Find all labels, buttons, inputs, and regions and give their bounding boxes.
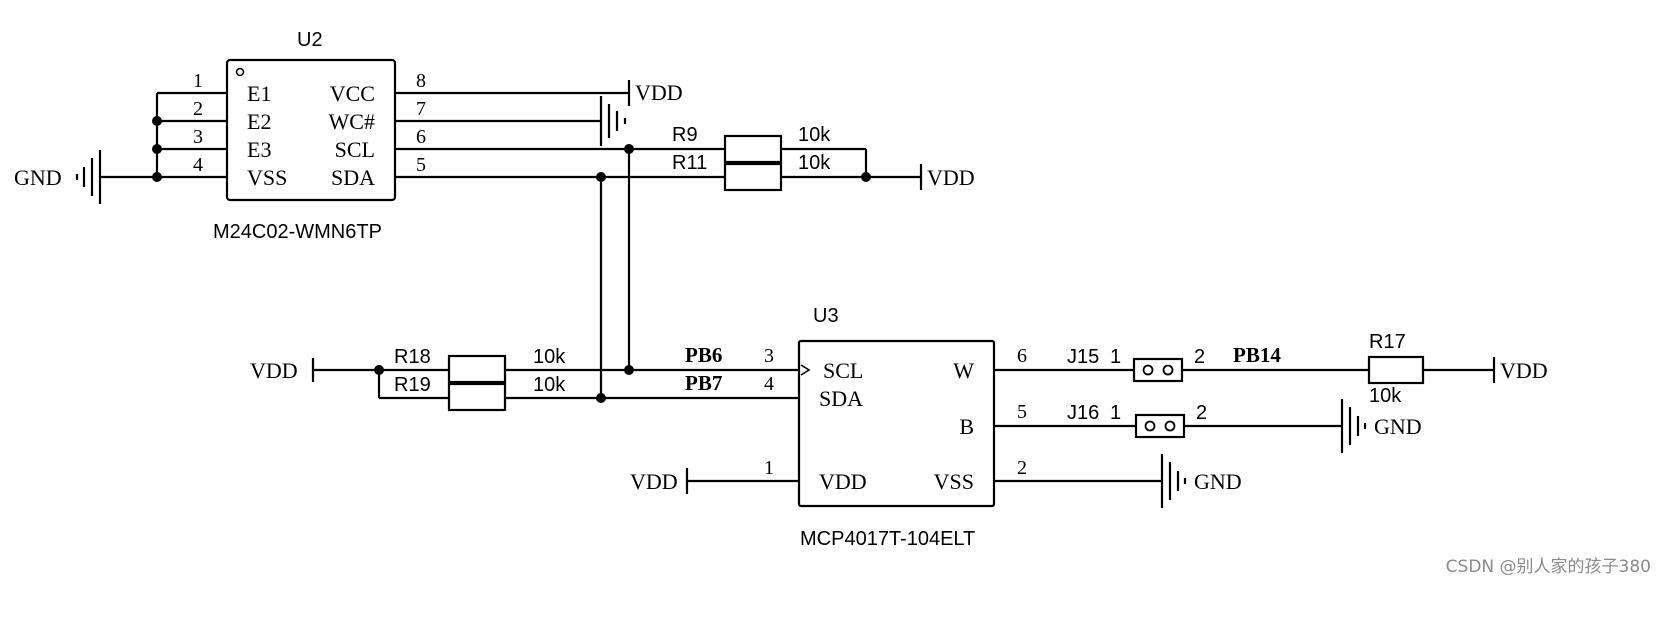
gnd-label: GND	[1194, 469, 1242, 494]
net-label-pb6: PB6	[685, 343, 722, 367]
j16-pin1: 1	[1110, 402, 1121, 424]
watermark: CSDN @别人家的孩子380	[1446, 557, 1651, 577]
junction-dot	[374, 365, 384, 375]
j16-pin2: 2	[1196, 402, 1207, 424]
u3-pin-name: SDA	[819, 386, 863, 411]
j16-ref: J16	[1067, 402, 1099, 424]
jumper-j16	[1134, 413, 1186, 439]
u2-pin-name: E3	[247, 137, 271, 162]
u2-pin1-marker	[235, 67, 245, 77]
vdd-label: VDD	[1500, 358, 1548, 383]
r9-value: 10k	[798, 124, 831, 146]
vdd-label: VDD	[630, 469, 678, 494]
ground-icon	[1160, 454, 1187, 508]
u2-pin-num: 5	[416, 154, 426, 176]
u3-pin-num: 2	[1017, 457, 1027, 479]
junction-dot	[624, 144, 634, 154]
u3-pin-num: 4	[764, 373, 774, 395]
u2-pin-num: 2	[193, 98, 203, 120]
u3-ref-label: U3	[813, 305, 839, 327]
u2-pin-num: 3	[193, 126, 203, 148]
gnd-symbol-u2: GND	[14, 150, 102, 204]
vdd-label: VDD	[927, 165, 975, 190]
net-label-pb14: PB14	[1233, 343, 1281, 367]
u2-pin-num: 7	[416, 98, 426, 120]
u2-pin-name: SDA	[331, 165, 375, 190]
u3-pin-name: VSS	[934, 469, 974, 494]
junction-dot	[152, 172, 162, 182]
u2-pin-num: 4	[193, 154, 203, 176]
ground-icon	[599, 96, 627, 146]
r19-ref: R19	[394, 374, 431, 396]
u3-pin-num: 1	[764, 457, 774, 479]
u3-potentiometer: U3 3 4 1 SCL SDA VDD W B VSS 6 5 2 MCP40…	[764, 305, 1027, 550]
u3-pin-name: B	[959, 414, 974, 439]
u2-pin-name: WC#	[329, 109, 375, 134]
u3-pin-num: 3	[764, 345, 774, 367]
u2-pin-name: E2	[247, 109, 271, 134]
u2-ref-label: U2	[297, 29, 323, 51]
u2-pin-name: E1	[247, 81, 271, 106]
junction-dot	[861, 172, 871, 182]
resistor-r9	[723, 134, 783, 164]
u2-pin-name: VSS	[247, 165, 287, 190]
u2-pin-num: 1	[193, 70, 203, 92]
u2-pin-num: 8	[416, 70, 426, 92]
r9-ref: R9	[672, 124, 698, 146]
r11-value: 10k	[798, 152, 831, 174]
net-label-pb7: PB7	[685, 371, 722, 395]
r11-ref: R11	[672, 152, 707, 174]
r18-value: 10k	[533, 346, 566, 368]
u3-part-label: MCP4017T-104ELT	[800, 528, 975, 550]
jumper-j15	[1132, 357, 1184, 383]
u3-pin-num: 6	[1017, 345, 1027, 367]
gnd-label: GND	[14, 165, 62, 190]
u3-pin-name: SCL	[823, 358, 863, 383]
u2-body	[225, 58, 397, 202]
j15-ref: J15	[1067, 346, 1099, 368]
u3-pin-name: VDD	[819, 469, 867, 494]
j15-pin1: 1	[1110, 346, 1121, 368]
junction-dot	[152, 116, 162, 126]
r17-value: 10k	[1369, 385, 1402, 407]
u2-pin-name: VCC	[330, 81, 375, 106]
r17-ref: R17	[1369, 331, 1406, 353]
gnd-label: GND	[1374, 414, 1422, 439]
junction-dot	[596, 172, 606, 182]
resistor-r19	[447, 382, 507, 412]
u2-pin-num: 6	[416, 126, 426, 148]
j15-pin2: 2	[1194, 346, 1205, 368]
clock-arrow-icon	[800, 364, 811, 376]
u2-part-label: M24C02-WMN6TP	[213, 221, 382, 243]
junction-dot	[152, 144, 162, 154]
resistor-r18	[447, 354, 507, 384]
u3-pin-name: W	[953, 358, 974, 383]
r19-value: 10k	[533, 374, 566, 396]
ground-icon	[1340, 399, 1367, 453]
resistor-r17	[1367, 355, 1425, 385]
r18-ref: R18	[394, 346, 431, 368]
u2-eeprom: U2 1 2 3 4 E1 E2 E3 VSS VCC WC# SCL SDA …	[100, 29, 426, 243]
vdd-label: VDD	[635, 80, 683, 105]
u3-body	[797, 339, 996, 508]
u2-pin-name: SCL	[335, 137, 375, 162]
resistor-r11	[723, 162, 783, 192]
vdd-label: VDD	[250, 358, 298, 383]
u3-pin-num: 5	[1017, 401, 1027, 423]
